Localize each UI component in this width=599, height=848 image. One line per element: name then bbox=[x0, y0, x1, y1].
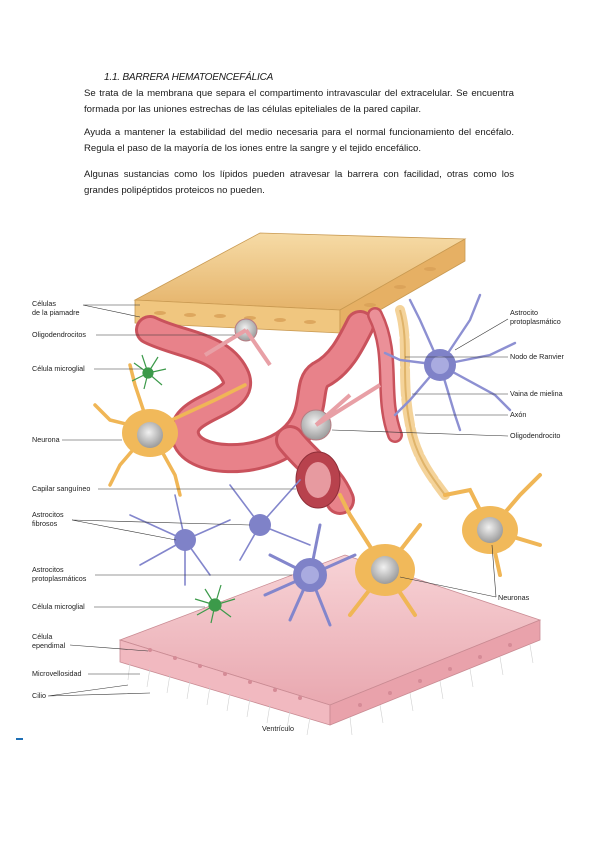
neurons-right bbox=[338, 473, 542, 617]
label-ependimal-2: ependimal bbox=[32, 641, 66, 650]
paragraph-1: Se trata de la membrana que separa el co… bbox=[84, 88, 514, 115]
right-labels: Astrocito protoplasmático Nodo de Ranvie… bbox=[331, 308, 565, 602]
label-microglial-bottom: Célula microglial bbox=[32, 602, 85, 611]
page-mark bbox=[16, 738, 23, 740]
label-capilar: Capilar sanguíneo bbox=[32, 484, 90, 493]
paragraph-3: Algunas sustancias como los lípidos pued… bbox=[84, 169, 514, 196]
label-neurona: Neurona bbox=[32, 435, 60, 444]
neuron-left bbox=[93, 363, 247, 497]
microglial-cells bbox=[131, 354, 236, 624]
left-labels: Células de la piamadre Oligodendrocitos … bbox=[32, 299, 296, 700]
blood-brain-barrier-illustration: Células de la piamadre Oligodendrocitos … bbox=[32, 232, 565, 736]
label-microvellosidad: Microvellosidad bbox=[32, 669, 82, 678]
section-heading: 1.1. BARRERA HEMATOENCEFÁLICA bbox=[104, 72, 274, 83]
protoplasmic-astrocyte-bottom bbox=[263, 523, 357, 627]
pia-mater bbox=[133, 232, 467, 334]
blood-capillary bbox=[135, 307, 403, 515]
label-axon: Axón bbox=[510, 410, 526, 419]
ependymal-layer bbox=[118, 554, 542, 736]
label-astrocito-1: Astrocito bbox=[510, 308, 538, 317]
label-oligodendrocito: Oligodendrocito bbox=[510, 431, 560, 440]
label-neuronas: Neuronas bbox=[498, 593, 530, 602]
label-mielina: Vaina de mielina bbox=[510, 389, 563, 398]
label-microglial-top: Célula microglial bbox=[32, 364, 85, 373]
label-piamadre-1: Células bbox=[32, 299, 56, 308]
label-fibrosos-2: fibrosos bbox=[32, 519, 58, 528]
label-ependimal-1: Célula bbox=[32, 632, 52, 641]
fibrous-astrocytes bbox=[129, 479, 311, 586]
label-protoplasmaticos-1: Astrocitos bbox=[32, 565, 64, 574]
label-piamadre-2: de la piamadre bbox=[32, 308, 80, 317]
label-ventriculo: Ventrículo bbox=[262, 724, 294, 733]
label-protoplasmaticos-2: protoplasmáticos bbox=[32, 574, 87, 583]
paragraph-2: Ayuda a mantener la estabilidad del medi… bbox=[84, 127, 514, 154]
label-astrocito-2: protoplasmático bbox=[510, 317, 561, 326]
label-fibrosos-1: Astrocitos bbox=[32, 510, 64, 519]
label-oligodendrocitos: Oligodendrocitos bbox=[32, 330, 86, 339]
myelinated-axon bbox=[395, 305, 450, 500]
oligodendrocytes bbox=[203, 318, 382, 441]
label-cilio: Cilio bbox=[32, 691, 46, 700]
label-ranvier: Nodo de Ranvier bbox=[510, 352, 565, 361]
